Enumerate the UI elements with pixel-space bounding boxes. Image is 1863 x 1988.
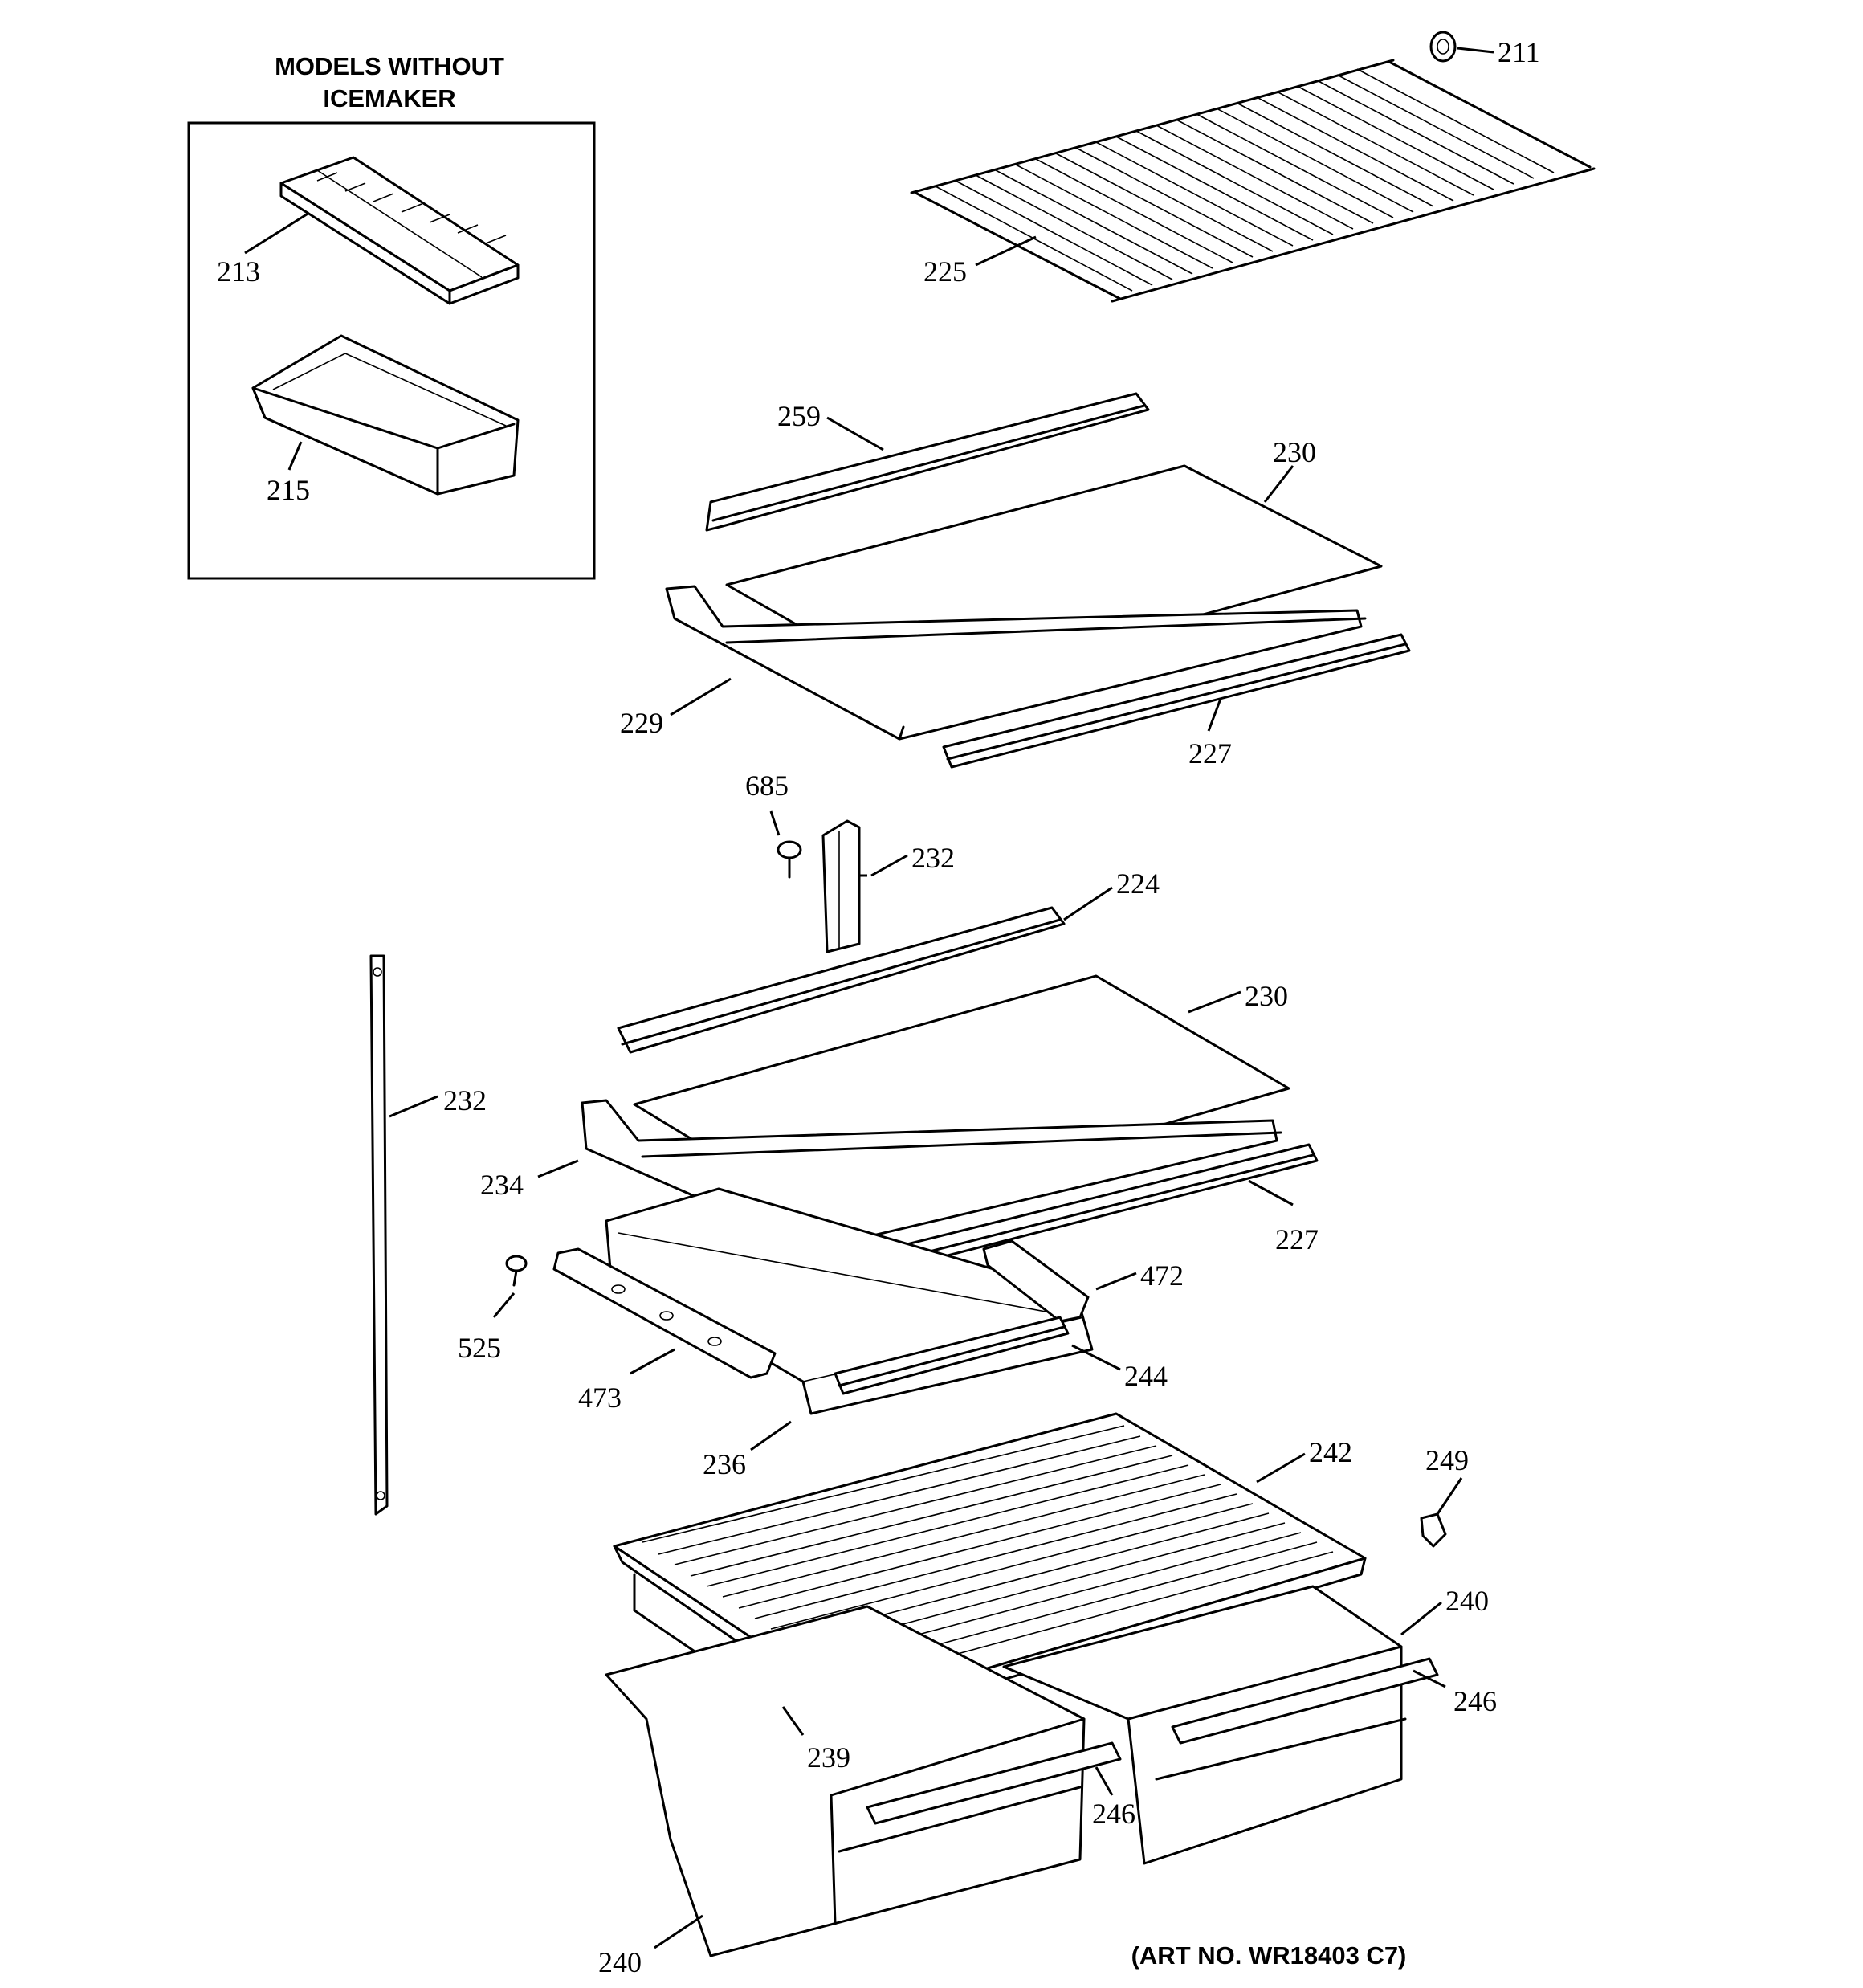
art-number: (ART NO. WR18403 C7) <box>1131 1941 1407 1970</box>
callout-242: 242 <box>1309 1436 1352 1468</box>
upper-shelf-front-trim <box>942 633 1411 769</box>
crisper-drawer-left <box>605 1605 1122 1957</box>
clip-249 <box>1420 1512 1447 1548</box>
callout-225: 225 <box>923 255 967 288</box>
callout-249: 249 <box>1425 1444 1469 1476</box>
leader-lines <box>244 47 1494 1949</box>
callout-215: 215 <box>267 474 310 506</box>
wire-shelf <box>910 59 1596 303</box>
callout-236: 236 <box>703 1448 746 1480</box>
callout-labels: 211 225 213 215 259 230 229 227 685 232 … <box>217 36 1540 1978</box>
inset-box: MODELS WITHOUT ICEMAKER <box>187 52 596 580</box>
upper-shelf-trim <box>705 392 1150 532</box>
drawer-slide-left <box>552 1247 777 1379</box>
callout-472: 472 <box>1140 1259 1184 1292</box>
callout-227-upper: 227 <box>1188 737 1232 769</box>
inset-title-line2: ICEMAKER <box>323 84 455 112</box>
callout-473: 473 <box>578 1382 622 1414</box>
callout-211: 211 <box>1498 36 1540 68</box>
callout-232-center: 232 <box>911 842 955 874</box>
callout-246-left: 246 <box>1092 1798 1135 1830</box>
callout-239: 239 <box>807 1741 850 1774</box>
ice-bin <box>251 334 520 496</box>
callout-232-long: 232 <box>443 1084 487 1116</box>
center-support <box>821 819 861 953</box>
drawer-front-trim <box>834 1316 1070 1395</box>
callout-246-right: 246 <box>1453 1685 1497 1717</box>
upper-shelf-frame <box>665 585 1367 741</box>
middle-shelf-trim <box>617 906 1066 1054</box>
callout-227-middle: 227 <box>1275 1223 1319 1255</box>
shelf-stop <box>1429 31 1457 63</box>
callout-230-upper: 230 <box>1273 436 1316 468</box>
callout-685: 685 <box>745 769 789 802</box>
inset-title-line1: MODELS WITHOUT <box>275 52 504 80</box>
callout-259: 259 <box>777 400 821 432</box>
crisper-drawer-right <box>1002 1585 1439 1865</box>
callout-213: 213 <box>217 255 260 288</box>
callout-525: 525 <box>458 1332 501 1364</box>
callout-230-middle: 230 <box>1245 980 1288 1012</box>
callout-224: 224 <box>1116 867 1160 900</box>
callout-229: 229 <box>620 707 663 739</box>
callout-234: 234 <box>480 1169 524 1201</box>
callout-240-right: 240 <box>1445 1585 1489 1617</box>
drawer-slide-right <box>982 1239 1090 1323</box>
callout-240-left: 240 <box>598 1946 642 1978</box>
screw-525 <box>505 1255 528 1287</box>
callout-244: 244 <box>1124 1360 1168 1392</box>
screw-685 <box>777 840 802 879</box>
ice-tray <box>279 156 520 305</box>
long-support <box>369 954 389 1516</box>
